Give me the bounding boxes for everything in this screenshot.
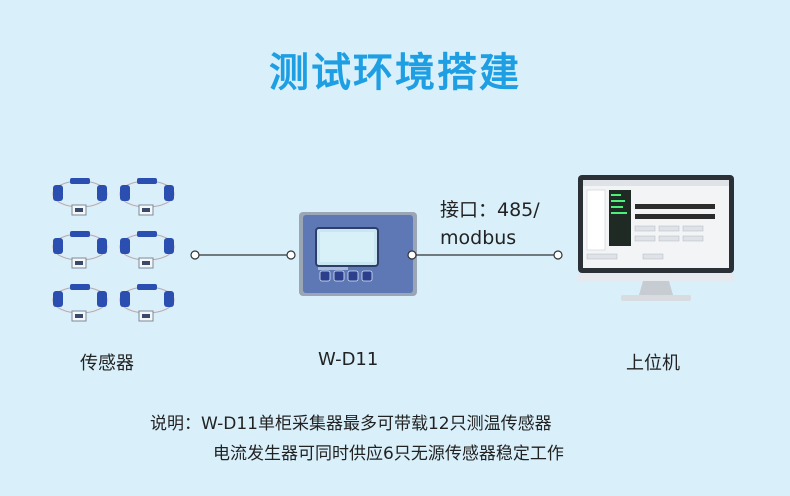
device-label: W-D11 bbox=[318, 349, 379, 370]
interface-label: 接口：485/ modbus bbox=[440, 196, 540, 252]
interface-line-1: 接口：485/ bbox=[440, 199, 540, 221]
connection-line-left bbox=[190, 250, 296, 260]
note-line-2: 电流发生器可同时供应6只无源传感器稳定工作 bbox=[213, 444, 564, 464]
connection-line-right bbox=[407, 250, 563, 260]
note-block: 说明：W-D11单柜采集器最多可带载12只测温传感器 电流发生器可同时供应6只无… bbox=[150, 409, 564, 469]
computer-label: 上位机 bbox=[626, 353, 680, 374]
interface-line-2: modbus bbox=[440, 227, 517, 249]
controller-device-icon bbox=[299, 212, 417, 296]
note-line-1: 说明：W-D11单柜采集器最多可带载12只测温传感器 bbox=[150, 414, 552, 434]
monitor-icon bbox=[578, 175, 734, 301]
sensor-group bbox=[51, 176, 176, 323]
sensors-label: 传感器 bbox=[80, 353, 134, 374]
page-title: 测试环境搭建 bbox=[269, 50, 521, 96]
